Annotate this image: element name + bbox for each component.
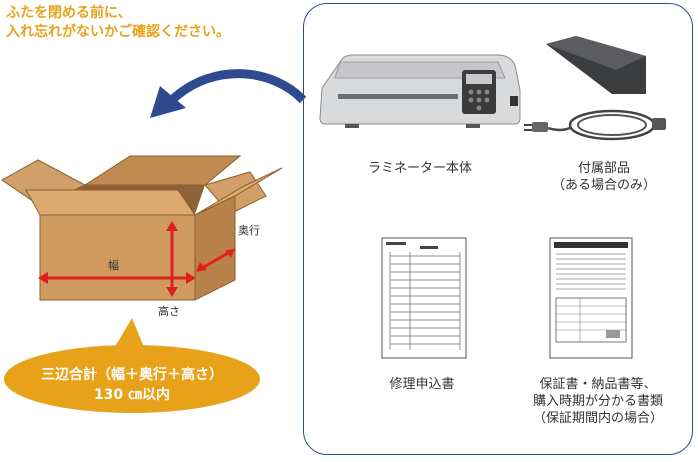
accessories-label-line2: （ある場合のみ）	[551, 178, 656, 193]
width-label: 幅	[108, 259, 119, 272]
warranty-label: 保証書・納品書等、 購入時期が分かる書類 （保証期間内の場合）	[508, 376, 688, 427]
headline-line1: ふたを閉める前に、	[6, 5, 132, 21]
warranty-label-line2: 購入時期が分かる書類	[532, 394, 663, 409]
speech-bubble	[4, 318, 260, 413]
size-limit-line2: 130 ㎝以内	[93, 387, 171, 403]
laminator-label: ラミネーター本体	[330, 160, 510, 177]
laminator-label-text: ラミネーター本体	[367, 161, 472, 176]
curved-arrow-icon	[150, 69, 307, 118]
cardboard-box-image	[1, 155, 283, 301]
repair-form-label: 修理申込書	[352, 376, 492, 393]
size-limit-text: 三辺合計（幅＋奥行＋高さ） 130 ㎝以内	[8, 365, 256, 405]
headline-line2: 入れ忘れがないかご確認ください。	[6, 24, 230, 40]
depth-label: 奥行	[238, 224, 260, 237]
warranty-label-line1: 保証書・納品書等、	[539, 377, 657, 392]
accessories-label-line1: 付属部品	[577, 161, 630, 176]
repair-form-image	[381, 237, 467, 359]
repair-form-label-text: 修理申込書	[389, 377, 455, 392]
laminator-image	[319, 54, 521, 128]
accessories-image	[524, 36, 666, 141]
height-label: 高さ	[158, 305, 180, 318]
size-limit-line1: 三辺合計（幅＋奥行＋高さ）	[41, 367, 223, 383]
accessories-label: 付属部品 （ある場合のみ）	[520, 160, 688, 194]
warranty-document-image	[549, 237, 633, 359]
warranty-label-line3: （保証期間内の場合）	[532, 411, 663, 426]
headline: ふたを閉める前に、 入れ忘れがないかご確認ください。	[6, 4, 230, 42]
